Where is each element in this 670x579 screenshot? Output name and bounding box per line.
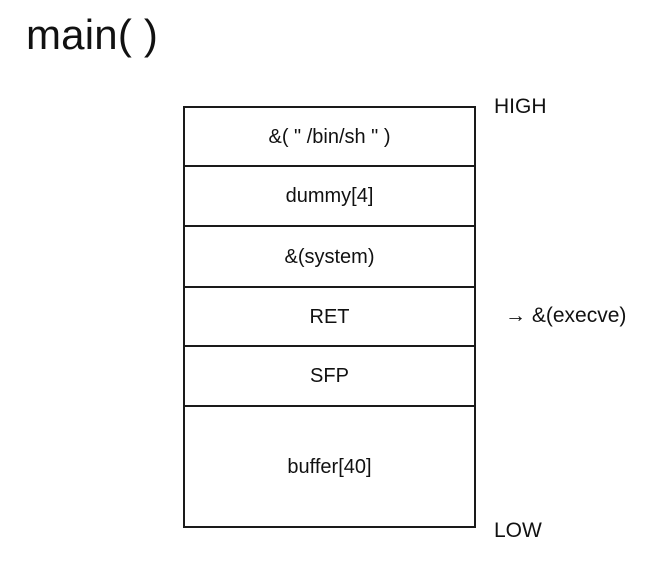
stack-cell-ret: RET: [185, 288, 474, 347]
ret-target-annotation: → &(execve): [505, 304, 627, 327]
stack-cell-system-pointer: &(system): [185, 227, 474, 288]
low-address-label: LOW: [494, 519, 542, 542]
stack-cell-label: &(system): [284, 245, 375, 268]
stack-cell-label: buffer[40]: [287, 455, 372, 478]
stack-cell-sfp: SFP: [185, 347, 474, 407]
stack-cell-label: RET: [309, 305, 350, 328]
page-title: main( ): [26, 11, 159, 58]
stack-cell-dummy: dummy[4]: [185, 167, 474, 227]
stack-frame: &( " /bin/sh " ) dummy[4] &(system) RET …: [183, 106, 476, 528]
stack-cell-buffer: buffer[40]: [185, 407, 474, 526]
stack-cell-binsh-pointer: &( " /bin/sh " ): [185, 108, 474, 167]
stack-cell-label: dummy[4]: [285, 185, 374, 207]
stack-cell-label: SFP: [310, 365, 349, 387]
high-address-label: HIGH: [494, 95, 547, 118]
stack-cell-label: &( " /bin/sh " ): [268, 125, 391, 148]
